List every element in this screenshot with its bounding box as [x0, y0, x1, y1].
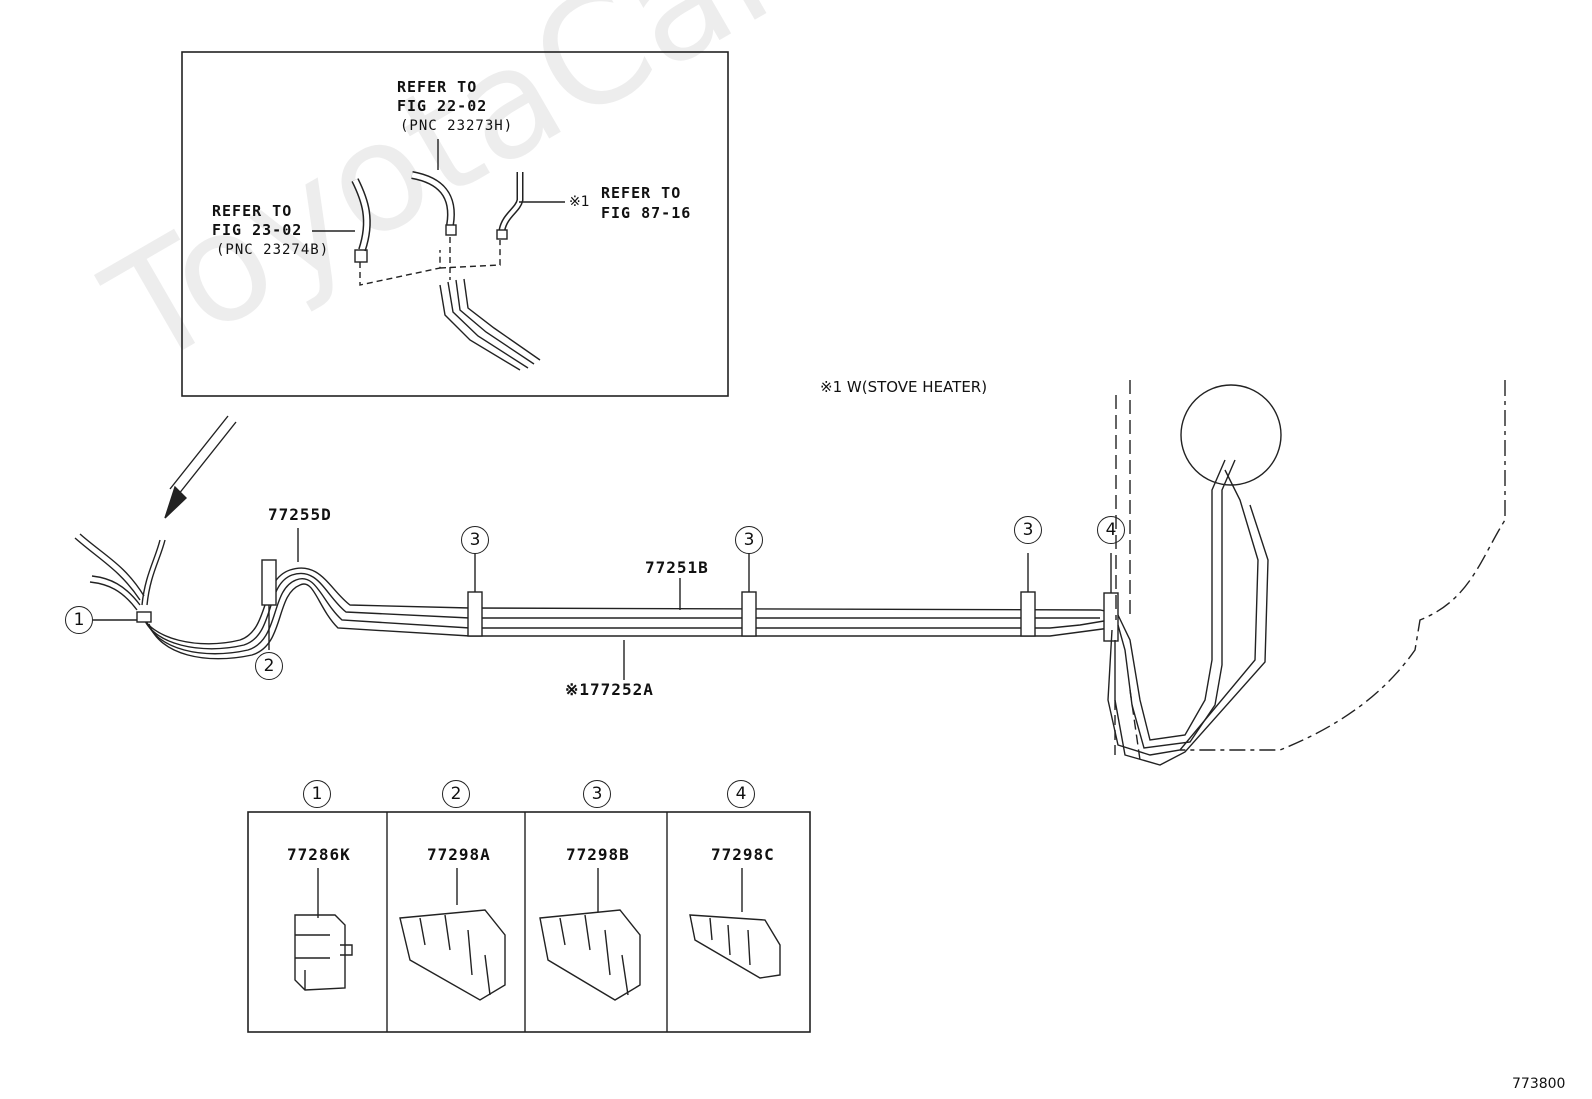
callout-4: 4	[1097, 516, 1125, 544]
stove-heater-note: ※1 W(STOVE HEATER)	[820, 378, 988, 396]
refer-c-line2: FIG 87-16	[601, 204, 692, 222]
part-77251B: 77251B	[645, 558, 709, 577]
part-77252A: ※177252A	[565, 680, 654, 699]
legend-num-1: 1	[303, 780, 331, 808]
clamp-3c	[1020, 591, 1036, 637]
legend-part-77298A: 77298A	[427, 845, 491, 864]
refer-b-line1: REFER TO	[212, 202, 293, 220]
figure-code: 773800	[1512, 1076, 1566, 1092]
refer-a-line1: REFER TO	[397, 78, 478, 96]
clip-77298A	[399, 909, 506, 1001]
inset-frame	[181, 51, 729, 397]
callout-3c: 3	[1014, 516, 1042, 544]
callout-2: 2	[255, 652, 283, 680]
clamp-3a	[467, 591, 483, 637]
refer-b-line2: FIG 23-02	[212, 221, 303, 239]
clamp-2	[261, 559, 277, 606]
part-77255D: 77255D	[268, 505, 332, 524]
legend-frame	[247, 811, 811, 1033]
refer-a-line2: FIG 22-02	[397, 97, 488, 115]
legend-num-2: 2	[442, 780, 470, 808]
clamp-3b	[741, 591, 757, 637]
callout-3b: 3	[735, 526, 763, 554]
refer-c-line1: REFER TO	[601, 184, 682, 202]
callout-3a: 3	[461, 526, 489, 554]
legend-part-77298B: 77298B	[566, 845, 630, 864]
legend-part-77286K: 77286K	[287, 845, 351, 864]
refer-b-line3: (PNC 23274B)	[216, 242, 330, 258]
clip-77298C	[689, 914, 781, 979]
callout-1: 1	[65, 606, 93, 634]
refer-c-mark: ※1	[569, 194, 590, 210]
legend-part-77298C: 77298C	[711, 845, 775, 864]
clip-77286K	[294, 914, 353, 991]
clip-77298B	[539, 909, 641, 1001]
legend-num-4: 4	[727, 780, 755, 808]
clamp-1	[136, 611, 152, 623]
refer-a-line3: (PNC 23273H)	[400, 118, 514, 134]
legend-num-3: 3	[583, 780, 611, 808]
